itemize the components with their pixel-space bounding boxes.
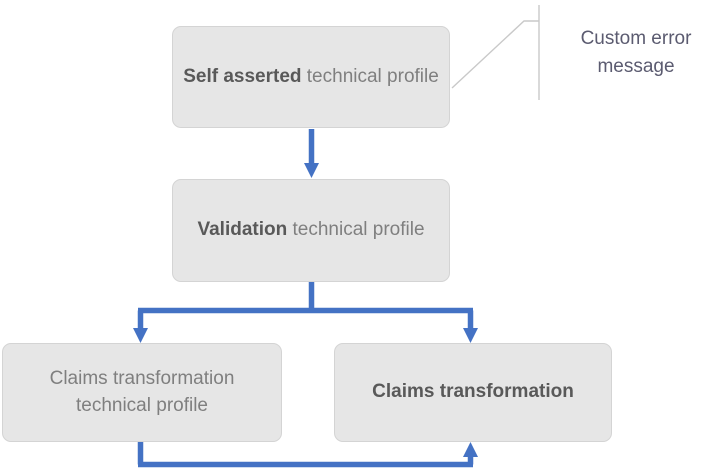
node-label: Claims transformation [345, 379, 601, 405]
node-validation-technical-profile[interactable]: Validation technical profile [172, 179, 450, 282]
node-label-bold: Validation [197, 219, 288, 241]
node-label-bold: Claims transformation [372, 381, 574, 403]
node-claims-transformation[interactable]: Claims transformation [334, 343, 612, 442]
callout-line-1: Custom error [580, 28, 692, 49]
arrow-self-asserted-to-validation [304, 129, 319, 178]
node-claims-transformation-technical-profile[interactable]: Claims transformation technical profile [2, 343, 282, 442]
node-label: Validation technical profile [183, 217, 439, 243]
node-label-regular: Claims transformation technical profile [49, 368, 235, 416]
node-label-regular: technical profile [287, 219, 425, 241]
callout-custom-error-message: Custom error message [556, 25, 716, 80]
callout-line-2: message [597, 55, 675, 77]
node-label-regular: technical profile [301, 65, 439, 87]
node-label: Claims transformation technical profile [13, 366, 271, 418]
arrow-claims-transform-feedback [137, 442, 478, 468]
node-self-asserted-technical-profile[interactable]: Self asserted technical profile [172, 26, 450, 128]
node-label-bold: Self asserted [183, 65, 302, 87]
node-label: Self asserted technical profile [183, 64, 439, 90]
arrow-validation-branch [133, 282, 478, 343]
callout-leader-line [451, 5, 540, 100]
